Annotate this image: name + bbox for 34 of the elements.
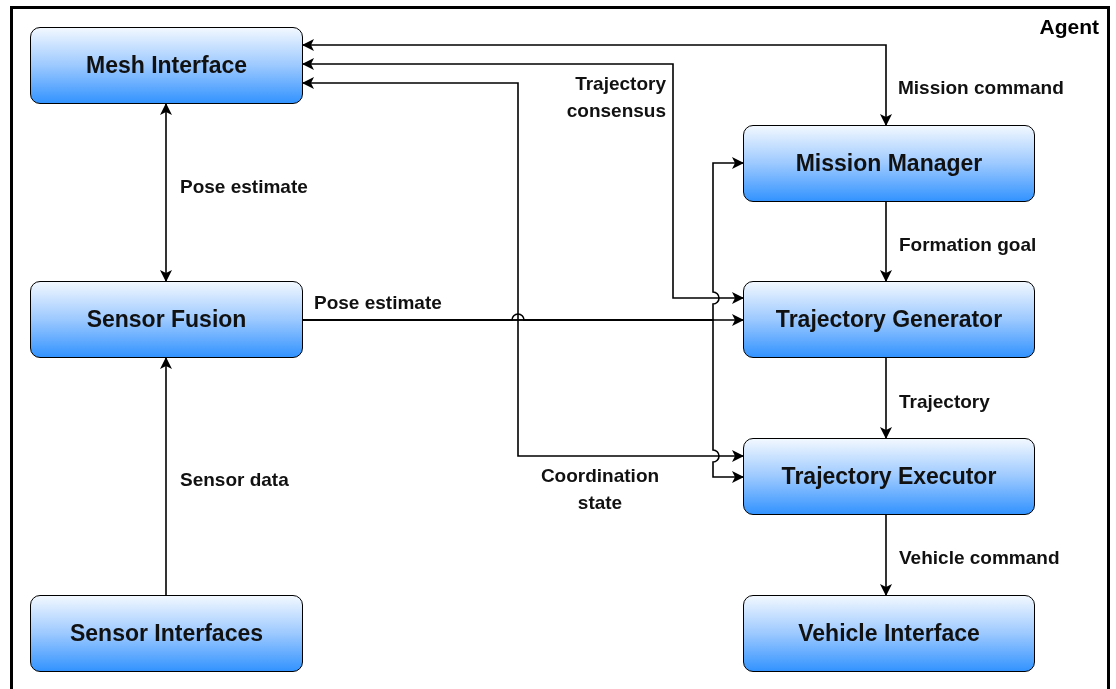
process-box [30,595,303,672]
edge-label: Pose estimate [314,291,443,315]
edge-label: Mission command [898,76,1065,100]
arrow [302,77,744,462]
container-frame [10,6,1110,689]
process-box [30,281,303,358]
box-label: Sensor Interfaces [70,620,263,647]
arrow [160,103,172,282]
edge-label: Formation goal [899,233,1038,257]
frame-title: Agent [1039,15,1099,39]
edge-label: Coordination state [539,464,661,515]
edge-label: Vehicle command [899,546,1061,570]
arrow [880,357,892,439]
edge-label: Pose estimate [180,175,309,199]
edge-label: Sensor data [180,468,290,492]
box-label: Sensor Fusion [86,306,247,333]
arrow [880,201,892,282]
process-box [743,438,1035,515]
arrow [302,319,744,483]
box-label: Trajectory Generator [775,306,1003,333]
arrow [302,58,744,304]
box-label: Vehicle Interface [798,620,980,647]
box-label: Mesh Interface [85,52,248,79]
edge-label: Trajectory [899,390,991,414]
box-label: Trajectory Executor [781,463,997,490]
box-label: Mission Manager [795,150,983,177]
process-box [743,595,1035,672]
process-box [30,27,303,104]
edge-label: Trajectory consensus [565,72,666,123]
arrow [302,39,892,126]
arrow [160,357,172,596]
process-box [743,281,1035,358]
arrow [880,514,892,596]
process-box [743,125,1035,202]
